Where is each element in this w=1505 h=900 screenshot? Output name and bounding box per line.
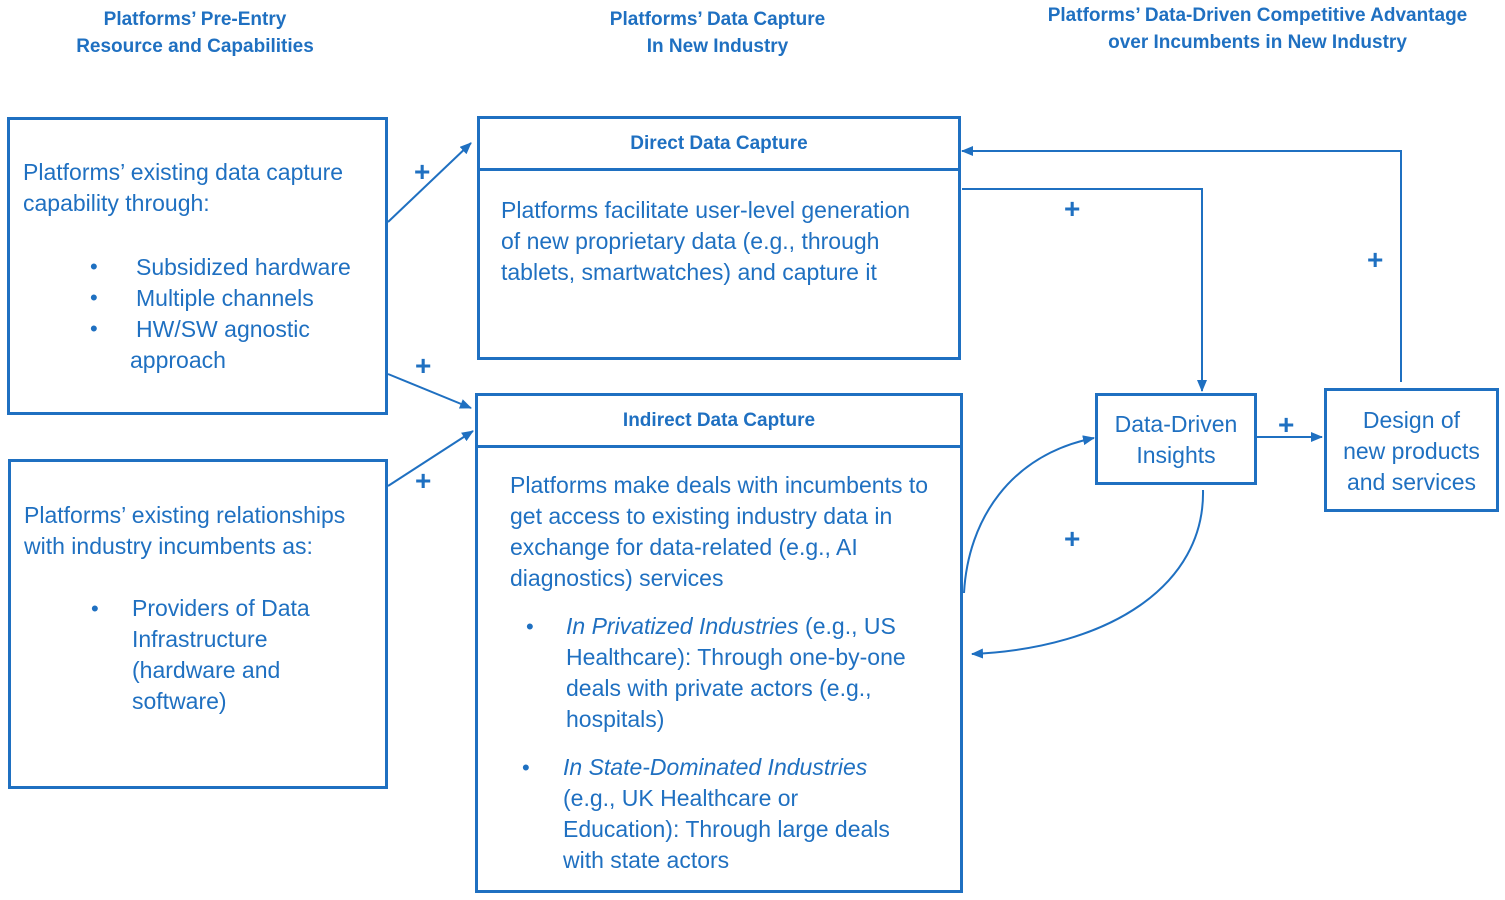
box-direct-data-capture: Direct Data Capture Platforms facilitate… [477, 116, 961, 360]
bullet-dot: • [91, 596, 99, 621]
capability-line: capability through: [23, 190, 210, 216]
state-line: Education): Through large deals [563, 816, 890, 842]
design-line: new products [1343, 438, 1480, 464]
arrow-insights-to-indirect [971, 489, 1205, 659]
bullet-state-dominated: In State-Dominated Industries (e.g., UK … [563, 752, 890, 876]
header-data-capture-line2: In New Industry [646, 36, 789, 57]
privatized-italic: In Privatized Industries [566, 613, 799, 639]
plus-sign: + [1064, 193, 1081, 224]
design-text: Design of new products and services [1327, 405, 1496, 498]
plus-sign: + [1278, 409, 1295, 440]
header-advantage: Platforms’ Data-Driven Competitive Advan… [1015, 2, 1500, 56]
box-indirect-data-capture: Indirect Data Capture Platforms make dea… [475, 393, 963, 893]
indirect-line: Platforms make deals with incumbents to [510, 472, 929, 498]
bullet-hwsw-agnostic: HW/SW agnostic [136, 316, 310, 342]
indirect-line: get access to existing industry data in [510, 503, 893, 529]
privatized-rest: (e.g., US [798, 613, 896, 639]
bullet-dot: • [90, 316, 98, 341]
direct-text: Platforms facilitate user-level generati… [501, 195, 910, 288]
arrow-capability-to-direct [387, 142, 472, 223]
bullet-dot: • [522, 755, 530, 780]
insights-text: Data-Driven Insights [1098, 409, 1254, 471]
relationships-line: Platforms’ existing relationships [24, 502, 346, 528]
header-advantage-line1: Platforms’ Data-Driven Competitive Advan… [1047, 5, 1468, 26]
capability-line: Platforms’ existing data capture [23, 159, 344, 185]
header-advantage-line2: over Incumbents in New Industry [1108, 32, 1407, 53]
indirect-text: Platforms make deals with incumbents to … [510, 470, 928, 594]
direct-line: Platforms facilitate user-level generati… [501, 197, 911, 223]
capability-text: Platforms’ existing data capture capabil… [23, 157, 343, 219]
plus-sign: + [415, 465, 432, 496]
arrow-indirect-to-insights [963, 435, 1095, 594]
privatized-line: deals with private actors (e.g., [566, 675, 872, 701]
bullet-dot: • [526, 614, 534, 639]
providers-line: Infrastructure [132, 626, 268, 652]
header-preentry: Platforms’ Pre-Entry Resource and Capabi… [40, 6, 350, 60]
bullet-privatized: In Privatized Industries (e.g., US Healt… [566, 611, 906, 735]
state-line: with state actors [563, 847, 730, 873]
plus-sign: + [1064, 523, 1081, 554]
bullet-subsidized-hardware: Subsidized hardware [136, 254, 351, 280]
state-line: (e.g., UK Healthcare or [563, 785, 799, 811]
arrow-direct-to-insights [962, 188, 1207, 392]
relationships-text: Platforms’ existing relationships with i… [24, 500, 345, 562]
arrow-capability-to-indirect [387, 373, 472, 409]
providers-line: software) [132, 688, 227, 714]
header-data-capture: Platforms’ Data Capture In New Industry [560, 6, 875, 60]
arrow-relationships-to-indirect [387, 430, 474, 487]
insights-line: Insights [1136, 442, 1216, 468]
direct-line: of new proprietary data (e.g., through [501, 228, 880, 254]
privatized-first-line: In Privatized Industries (e.g., US [566, 611, 906, 642]
bullet-hwsw-agnostic-cont: approach [130, 347, 226, 373]
indirect-title: Indirect Data Capture [478, 396, 960, 448]
providers-line: (hardware and [132, 657, 281, 683]
design-line: and services [1346, 469, 1477, 495]
bullet-multiple-channels: Multiple channels [136, 285, 314, 311]
plus-sign: + [1367, 244, 1384, 275]
direct-title: Direct Data Capture [480, 119, 958, 171]
header-data-capture-line1: Platforms’ Data Capture [609, 9, 826, 30]
header-preentry-line2: Resource and Capabilities [76, 36, 314, 57]
relationships-line: with industry incumbents as: [24, 533, 313, 559]
box-incumbent-relationships: Platforms’ existing relationships with i… [8, 459, 388, 789]
providers-line: Providers of Data [132, 595, 310, 621]
privatized-line: hospitals) [566, 706, 665, 732]
plus-sign: + [415, 350, 432, 381]
bullet-dot: • [90, 254, 98, 279]
indirect-line: exchange for data-related (e.g., AI [510, 534, 858, 560]
box-data-capture-capability: Platforms’ existing data capture capabil… [7, 117, 388, 415]
design-line: Design of [1362, 407, 1461, 433]
plus-sign: + [414, 156, 431, 187]
indirect-line: diagnostics) services [510, 565, 724, 591]
arrow-design-to-direct [961, 146, 1402, 382]
bullet-dot: • [90, 285, 98, 310]
direct-line: tablets, smartwatches) and capture it [501, 259, 877, 285]
box-design-new-products: Design of new products and services [1324, 388, 1499, 512]
insights-line: Data-Driven [1114, 411, 1238, 437]
box-data-driven-insights: Data-Driven Insights [1095, 393, 1257, 485]
header-preentry-line1: Platforms’ Pre-Entry [103, 9, 287, 30]
bullet-providers: Providers of Data Infrastructure (hardwa… [132, 593, 310, 717]
privatized-line: Healthcare): Through one-by-one [566, 644, 906, 670]
state-italic: In State-Dominated Industries [563, 754, 868, 780]
